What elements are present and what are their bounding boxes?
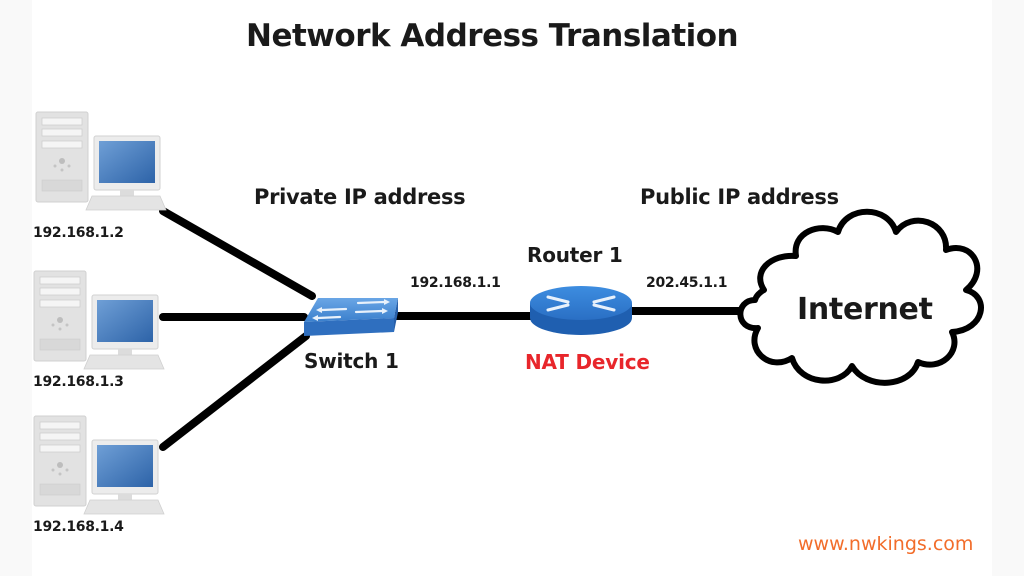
- host-2: [33, 270, 165, 370]
- desktop-computer-icon: [35, 111, 167, 211]
- network-switch-icon: [304, 298, 398, 336]
- private-ip-section-label: Private IP address: [254, 185, 466, 209]
- public-ip-section-label: Public IP address: [640, 185, 839, 209]
- router-icon: [530, 286, 632, 335]
- host-1-ip: 192.168.1.2: [33, 225, 124, 241]
- internet-label: Internet: [797, 292, 933, 327]
- cloud-icon: [737, 208, 984, 386]
- desktop-computer-icon: [33, 270, 165, 370]
- desktop-computer-icon: [33, 415, 165, 515]
- router-label: Router 1: [527, 243, 623, 267]
- link-host1-switch: [159, 207, 316, 300]
- router-outside-ip: 202.45.1.1: [646, 275, 728, 291]
- switch-label: Switch 1: [304, 349, 399, 373]
- host-3-ip: 192.168.1.4: [33, 519, 124, 535]
- network-links: [159, 207, 748, 451]
- router-inside-ip: 192.168.1.1: [410, 275, 501, 291]
- link-host3-switch: [159, 332, 310, 451]
- brand-url[interactable]: www.nwkings.com: [798, 533, 974, 555]
- page-title: Network Address Translation: [246, 18, 739, 54]
- nat-device-label: NAT Device: [525, 350, 650, 374]
- host-1: [35, 111, 167, 211]
- host-3: [33, 415, 165, 515]
- host-2-ip: 192.168.1.3: [33, 374, 124, 390]
